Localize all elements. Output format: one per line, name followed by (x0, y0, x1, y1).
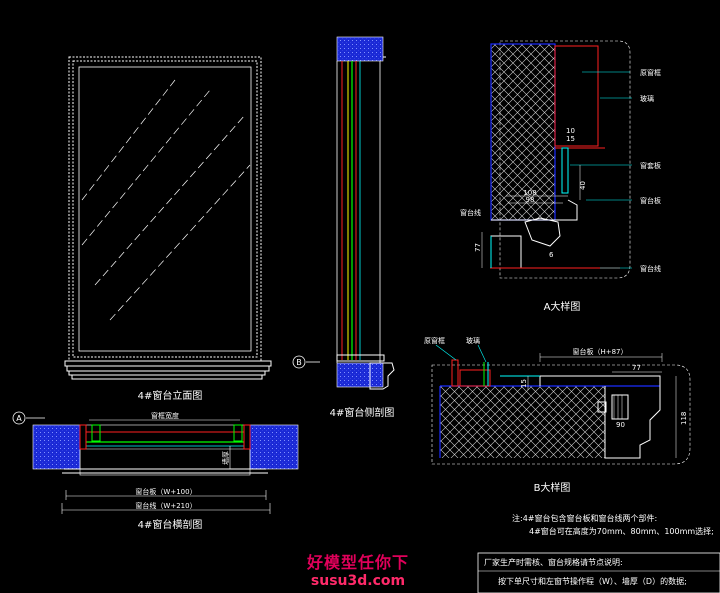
detail-a-label-frame: 原窗框 (640, 68, 661, 77)
detail-a-label-board: 窗台板 (640, 196, 661, 205)
watermark: 好模型任你下 susu3d.com (296, 554, 420, 593)
plan-dim-board: 窗台板（W+100） (135, 487, 196, 496)
plan-section-view: 窗框宽度 墙厚 窗台板（W+100） 窗台线（W+210） A (12, 411, 299, 514)
detail-b-label-glass: 玻璃 (466, 336, 480, 345)
section-marker-a: A (16, 414, 22, 423)
title-block-line-2: 按下单尺寸和左窗节操作程（W）、墙厚（D）的数据; (498, 576, 687, 586)
plan-title: 4#窗台横剖图 (138, 518, 203, 531)
detail-a-dim-3: 108 (523, 189, 536, 197)
elevation-view (64, 56, 272, 380)
detail-b-dim-2: 77 (632, 364, 641, 372)
note-line-1: 注:4#窗台包含窗台板和窗台线两个部件: (512, 513, 657, 523)
section-title: 4#窗台侧剖图 (330, 406, 395, 419)
detail-a-title: A大样图 (544, 300, 581, 313)
detail-a-dim-2: 15 (566, 135, 575, 143)
note-line-2: 4#窗台可在高度为70mm、80mm、100mm选择; (529, 526, 714, 536)
detail-a-label-glass: 玻璃 (640, 94, 654, 103)
detail-b-title: B大样图 (534, 481, 571, 494)
detail-a-label-line-left: 窗台线 (460, 208, 481, 217)
detail-a-dim-5: 40 (579, 181, 587, 190)
side-section-view: B (292, 36, 395, 390)
detail-a-dim-4: 98 (526, 196, 535, 204)
watermark-line-2: susu3d.com (310, 573, 406, 589)
detail-a-dim-7: 6 (549, 251, 554, 259)
detail-b-dim-3: 90 (616, 421, 625, 429)
detail-a-label-cover: 窗套板 (640, 161, 661, 170)
title-block (477, 552, 720, 593)
section-marker-b: B (296, 358, 302, 367)
detail-a-dim-1: 10 (566, 127, 575, 135)
plan-dim-top: 窗框宽度 (151, 411, 179, 420)
title-block-line-1: 厂家生产时需核、窗台规格请节点说明: (484, 557, 623, 567)
detail-b-label-board: 窗台板（H+87） (572, 347, 627, 356)
plan-dim-line: 窗台线（W+210） (135, 501, 196, 510)
detail-b-dim-4: 118 (680, 412, 688, 425)
plan-dim-side: 墙厚 (221, 451, 230, 465)
detail-a-dim-6: 77 (474, 243, 482, 252)
detail-b-label-frame: 原窗框 (424, 336, 445, 345)
detail-a-label-line: 窗台线 (640, 264, 661, 273)
detail-b-dim-1: 15 (520, 379, 528, 388)
elevation-title: 4#窗台立面图 (138, 389, 203, 402)
watermark-line-1: 好模型任你下 (306, 553, 409, 572)
detail-a-view: 10 15 108 98 40 77 6 原窗框 玻璃 窗套板 窗台板 窗台线 … (460, 40, 661, 279)
detail-b-view: 原窗框 玻璃 窗台板（H+87） 15 77 90 118 (424, 336, 691, 465)
